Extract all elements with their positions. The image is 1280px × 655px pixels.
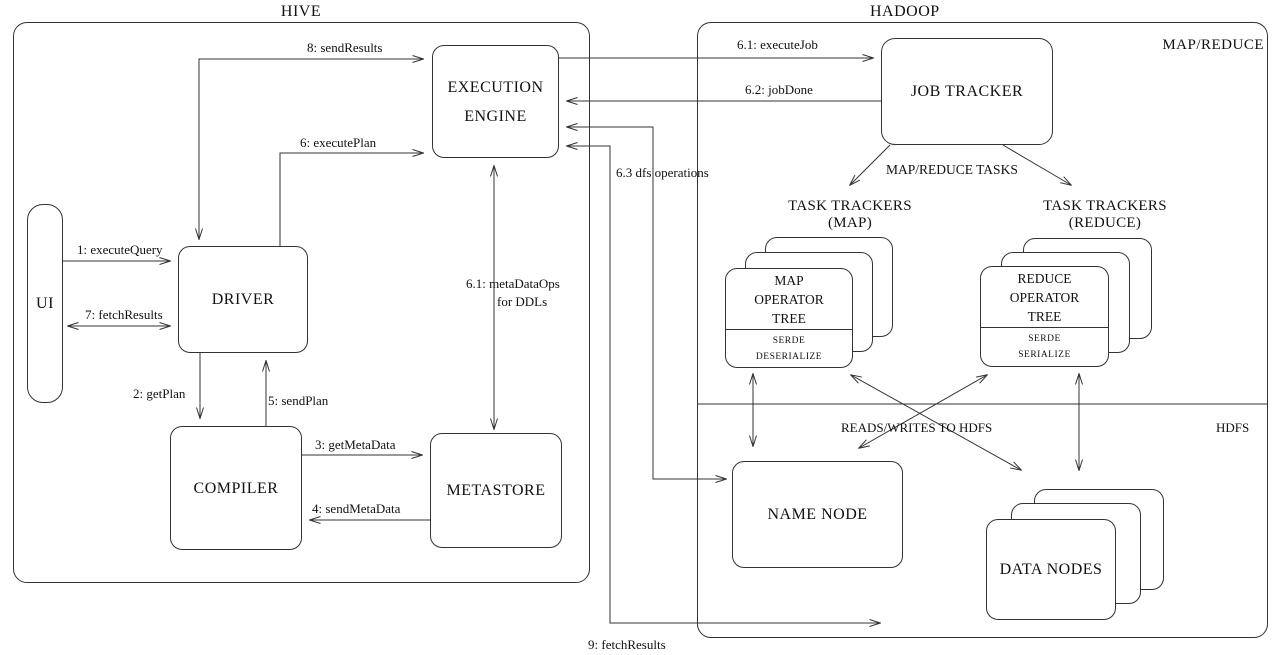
edge-label-job-done: 6.2: jobDone [745, 82, 813, 97]
data-nodes-node: DATA NODES [986, 519, 1116, 620]
reduce-tree-line1: REDUCE [1017, 270, 1072, 286]
driver-node: DRIVER [178, 246, 308, 353]
reduce-tree-line2: OPERATOR [1009, 289, 1080, 305]
reduce-tree-serde-line2: SERIALIZE [1018, 350, 1071, 360]
name-node: NAME NODE [732, 461, 903, 568]
edge-label-metadataops-line1: 6.1: metaDataOps [466, 276, 560, 291]
edge-label-send-results: 8: sendResults [307, 40, 383, 55]
edge-label-execute-job: 6.1: executeJob [737, 37, 818, 52]
edge-label-get-metadata: 3: getMetaData [315, 437, 396, 452]
map-tree-line3: TREE [772, 310, 806, 326]
task-trackers-reduce-label: TASK TRACKERS (REDUCE) [1025, 198, 1185, 232]
map-operator-tree-node: MAP OPERATOR TREE SERDE DESERIALIZE [725, 268, 853, 368]
data-nodes-label: DATA NODES [999, 561, 1103, 578]
edge-label-fetch-results-7: 7: fetchResults [85, 307, 163, 322]
edge-label-execute-plan: 6: executePlan [300, 135, 377, 150]
map-tree-line1: MAP [774, 272, 804, 288]
driver-node-label: DRIVER [211, 291, 275, 308]
reduce-tree-serde-section: SERDE SERIALIZE [981, 327, 1108, 366]
map-tree-serde-line2: DESERIALIZE [755, 351, 823, 362]
map-tree-serde-section: SERDE DESERIALIZE [726, 329, 852, 367]
reduce-operator-tree-node: REDUCE OPERATOR TREE SERDE SERIALIZE [980, 266, 1109, 367]
hive-title: HIVE [280, 3, 322, 20]
ui-node: UI [27, 204, 63, 403]
reads-writes-hdfs-label: READS/WRITES TO HDFS [841, 420, 993, 435]
task-trackers-map-label: TASK TRACKERS (MAP) [770, 198, 930, 232]
map-operator-tree-text: MAP OPERATOR TREE [726, 269, 852, 329]
hdfs-section-label: HDFS [1216, 420, 1250, 435]
edge-label-send-metadata: 4: sendMetaData [312, 501, 401, 516]
task-trackers-reduce-line1: TASK TRACKERS [1043, 198, 1167, 214]
compiler-node-label: COMPILER [193, 479, 279, 497]
mapreduce-section-label: MAP/REDUCE [1162, 37, 1264, 53]
task-trackers-reduce-line2: (REDUCE) [1068, 215, 1142, 231]
metastore-node: METASTORE [430, 433, 562, 548]
reduce-operator-tree-text: REDUCE OPERATOR TREE [981, 267, 1108, 327]
edge-label-send-plan: 5: sendPlan [268, 393, 329, 408]
edge-label-mapreduce-tasks: MAP/REDUCE TASKS [886, 162, 1018, 177]
map-tree-line2: OPERATOR [754, 291, 824, 307]
execution-engine-label-line1: EXECUTION [447, 78, 544, 96]
compiler-node: COMPILER [170, 426, 302, 550]
job-tracker-node: JOB TRACKER [881, 38, 1053, 145]
reduce-tree-line3: TREE [1027, 308, 1062, 324]
edge-label-execute-query: 1: executeQuery [77, 242, 163, 257]
execution-engine-label-line2: ENGINE [464, 107, 527, 125]
job-tracker-node-label: JOB TRACKER [910, 83, 1024, 100]
task-trackers-map-line2: (MAP) [827, 215, 872, 231]
metastore-node-label: METASTORE [446, 482, 546, 499]
edge-label-fetch-results-9: 9: fetchResults [588, 637, 666, 652]
hadoop-title: HADOOP [870, 3, 940, 20]
reduce-tree-serde-line1: SERDE [1028, 334, 1061, 344]
edge-label-dfs-operations: 6.3 dfs operations [616, 165, 709, 180]
execution-engine-node: EXECUTION ENGINE [432, 45, 559, 158]
edge-label-get-plan: 2: getPlan [133, 386, 186, 401]
ui-node-label: UI [36, 295, 54, 312]
task-trackers-map-line1: TASK TRACKERS [788, 198, 912, 214]
map-tree-serde-line1: SERDE [772, 335, 806, 346]
name-node-label: NAME NODE [767, 506, 868, 523]
edge-label-metadataops-line2: for DDLs [497, 294, 548, 309]
